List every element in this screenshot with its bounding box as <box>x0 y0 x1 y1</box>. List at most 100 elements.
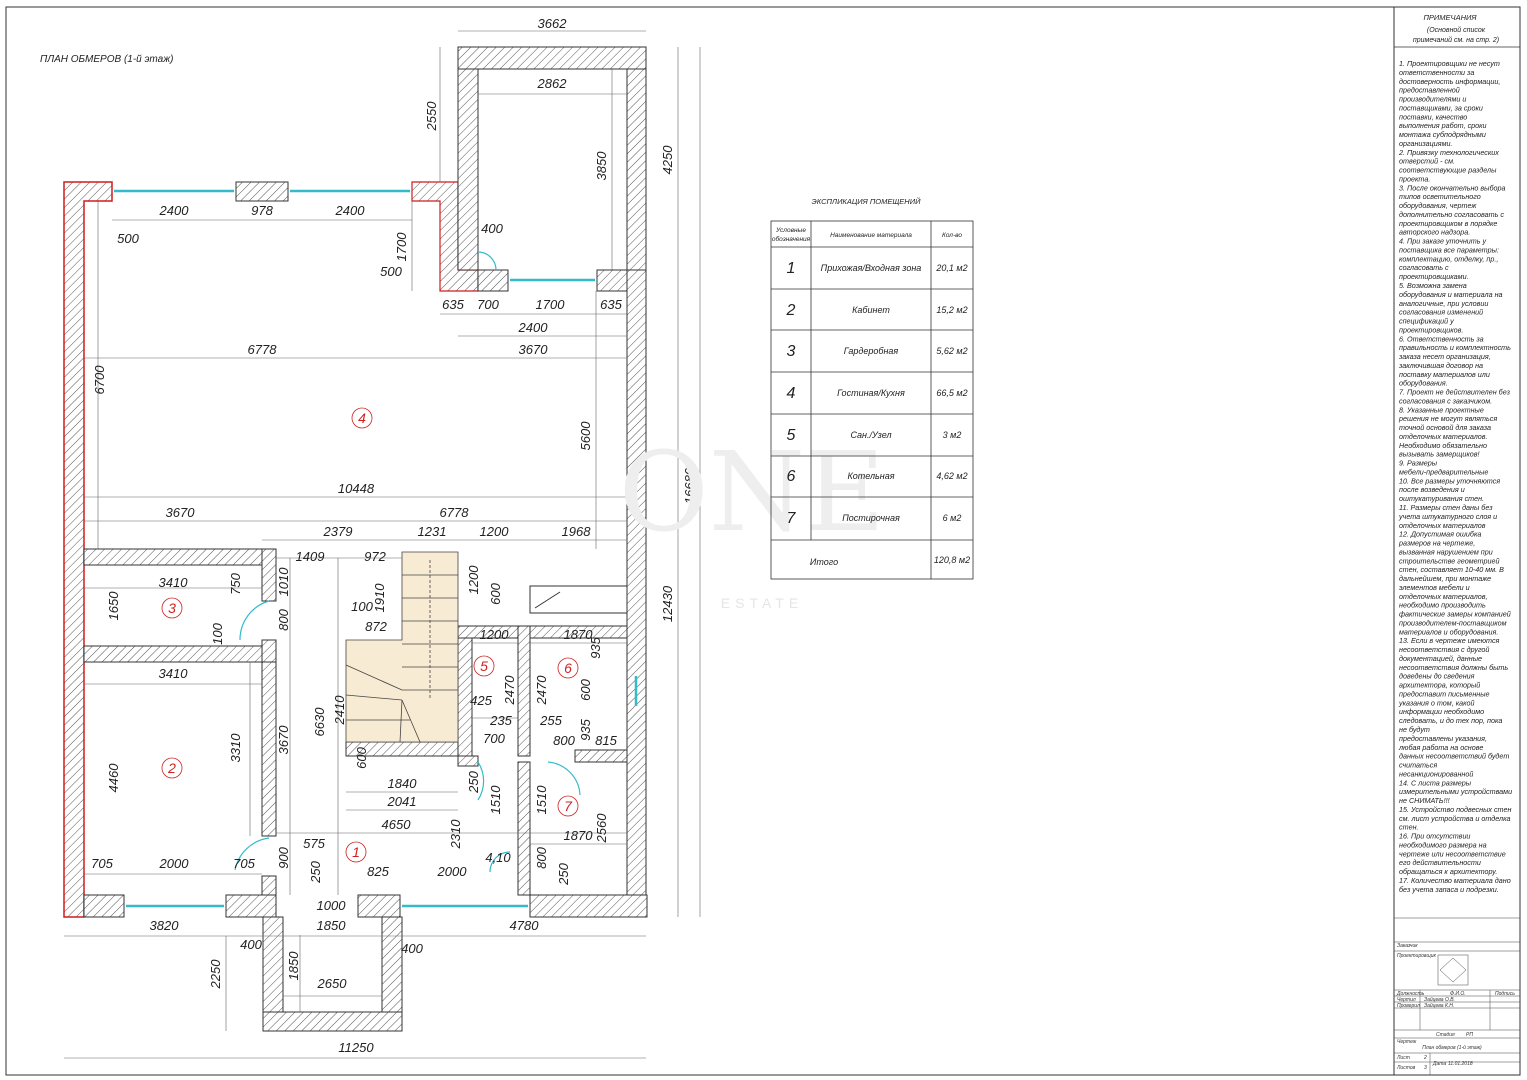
tb-drawing-name: План обмеров (1-й этаж) <box>1422 1044 1482 1051</box>
notes-sub2: примечаний см. на стр. 2) <box>1413 36 1499 44</box>
note-line: учета штукатурного слоя и <box>1398 512 1497 521</box>
door-office <box>234 837 270 871</box>
dim-6778-b: 6778 <box>440 505 470 520</box>
dim-705-b: 705 <box>233 856 255 871</box>
dim-2400-b: 2400 <box>335 203 366 218</box>
dim-705-a: 705 <box>91 856 113 871</box>
title-block-text: Заказчик Проектировщик Должность Ф.И.О. … <box>1396 943 1515 1071</box>
note-line: аналогичные, при условии <box>1399 299 1488 308</box>
tb-designer: Проектировщик <box>1397 953 1437 959</box>
note-line: отделочных материалов. <box>1399 432 1488 441</box>
dim-3670-c: 3670 <box>276 725 291 755</box>
note-line: выполнения работ, сроки <box>1399 121 1487 130</box>
table-col1-header-l2: обозначения <box>772 235 811 243</box>
dim-3410-a: 3410 <box>159 575 189 590</box>
dim-250-c: 250 <box>556 862 571 885</box>
note-line: заключившая договор на <box>1398 361 1483 370</box>
note-line: решения не могут являться <box>1398 414 1497 423</box>
note-line: 12. Допустимая ошибка <box>1399 530 1481 539</box>
note-line: считаться <box>1399 761 1437 770</box>
note-line: оштукатуривания стен. <box>1399 494 1484 503</box>
wall-boiler-south <box>574 749 628 763</box>
dim-1010: 1010 <box>276 567 291 597</box>
svg-text:2: 2 <box>167 760 176 776</box>
dim-600-c: 600 <box>354 746 369 768</box>
note-line: 14. С листа размеры <box>1399 778 1472 787</box>
dim-1200-a: 1200 <box>480 524 510 539</box>
dimension-lines <box>64 30 701 1059</box>
note-line: авторского надзора. <box>1399 228 1470 237</box>
dim-250-b: 250 <box>308 860 323 883</box>
wall-kitchen-north <box>477 269 509 292</box>
walls <box>63 46 648 1032</box>
dim-1870-b: 1870 <box>564 828 594 843</box>
svg-text:3 м2: 3 м2 <box>943 430 962 440</box>
dim-2250: 2250 <box>208 959 223 990</box>
sheet-border <box>5 6 1521 1076</box>
dim-2550: 2550 <box>424 101 439 132</box>
wall-office-east-2 <box>261 875 277 896</box>
dim-11250: 11250 <box>338 1040 374 1055</box>
dim-1910: 1910 <box>372 583 387 613</box>
note-line: чертеже или несоответствие <box>1399 849 1506 858</box>
dim-2470-a: 2470 <box>502 675 517 706</box>
note-line: обращаться к архитектору. <box>1399 867 1497 876</box>
dim-4-10: 4,10 <box>485 850 511 865</box>
tb-stage: Стадия <box>1436 1032 1455 1038</box>
watermark-logo: ONE <box>619 428 886 556</box>
tb-h3: Подпись <box>1495 991 1515 997</box>
svg-text:Гардеробная: Гардеробная <box>844 346 899 356</box>
explication-table: ЭКСПЛИКАЦИЯ ПОМЕЩЕНИЙ Условные обозначен… <box>770 197 974 580</box>
note-line: спецификаций у <box>1399 317 1454 326</box>
dim-100-b: 100 <box>351 599 373 614</box>
tb-drawing: Чертеж <box>1397 1039 1417 1045</box>
windows <box>114 189 638 908</box>
outer-wall-west <box>63 181 113 918</box>
note-line: необходимого размера на <box>1399 840 1487 849</box>
note-line: материалов и оборудования. <box>1399 627 1498 636</box>
note-line: 15. Устройство подвесных стен <box>1399 805 1512 814</box>
svg-text:Прихожая/Входная зона: Прихожая/Входная зона <box>821 263 922 273</box>
wall-kitchen-north-2 <box>596 269 628 292</box>
dim-1200-b: 1200 <box>466 565 481 595</box>
wall-south-3 <box>357 894 401 918</box>
room-marker-3: 3 <box>161 597 183 619</box>
wall-wardrobe-east <box>261 548 277 602</box>
dim-1850-a: 1850 <box>317 918 347 933</box>
note-line: правильность и комплектность <box>1399 343 1511 352</box>
note-line: дополнительно согласовать с <box>1399 210 1504 219</box>
dim-3820: 3820 <box>150 918 180 933</box>
door-bath <box>477 761 485 801</box>
note-line: комплектацию, отделку, пр., <box>1399 254 1498 263</box>
tb-date-val: 11.01.2018 <box>1448 1061 1473 1067</box>
note-line: несоответствия с другой <box>1399 645 1489 654</box>
wall-wardrobe-east-2 <box>261 639 277 663</box>
note-line: поставщиками, за сроки <box>1399 103 1483 112</box>
wall-south-2 <box>225 894 277 918</box>
wall-laundry-west <box>517 761 531 896</box>
terrace-wall-right <box>626 68 647 271</box>
svg-text:20,1 м2: 20,1 м2 <box>935 263 967 273</box>
tb-r2b: Зайцева К.Н. <box>1424 1002 1454 1009</box>
note-line: проектировщиков. <box>1399 325 1463 334</box>
dim-2400-c: 2400 <box>518 320 549 335</box>
svg-text:3: 3 <box>168 600 176 616</box>
note-line: оборудования. <box>1399 379 1448 388</box>
dim-3310: 3310 <box>228 733 243 763</box>
note-line: оборудования, чертеж <box>1399 201 1477 210</box>
dim-825: 825 <box>367 864 389 879</box>
note-line: монтажа субподрядными <box>1399 130 1486 139</box>
svg-text:66,5 м2: 66,5 м2 <box>936 388 967 398</box>
note-line: поставки, качество <box>1399 112 1467 121</box>
note-line: необходимо производить <box>1399 601 1486 610</box>
dim-1409: 1409 <box>296 549 325 564</box>
svg-text:15,2 м2: 15,2 м2 <box>936 305 967 315</box>
dim-2000-a: 2000 <box>159 856 190 871</box>
boiler-unit <box>529 585 628 614</box>
note-line: не будут <box>1399 725 1430 734</box>
dim-3662: 3662 <box>538 16 568 31</box>
plan-title: ПЛАН ОБМЕРОВ (1-й этаж) <box>40 54 173 65</box>
svg-text:Кабинет: Кабинет <box>852 305 890 315</box>
dim-3670-b: 3670 <box>166 505 196 520</box>
note-line: 13. Если в чертеже имеются <box>1399 636 1500 645</box>
